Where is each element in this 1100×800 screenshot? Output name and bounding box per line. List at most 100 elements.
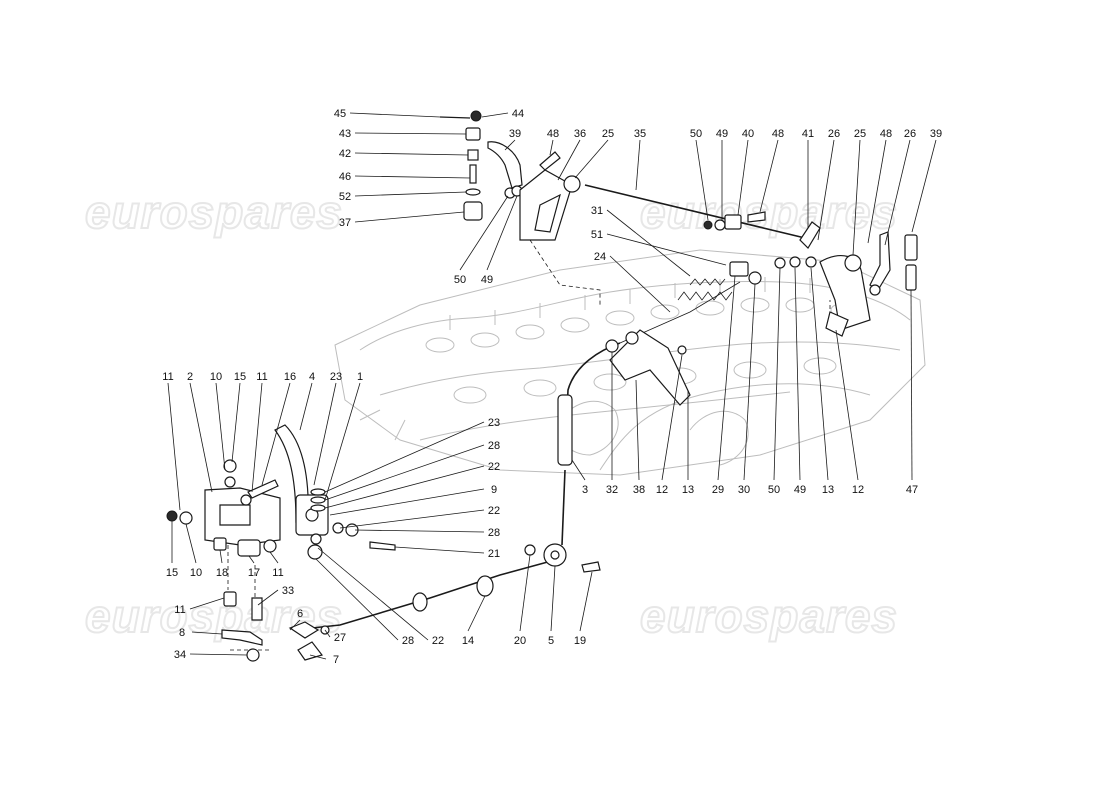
leader-line bbox=[354, 132, 467, 135]
leader-line bbox=[219, 549, 223, 564]
leader-line bbox=[257, 589, 279, 606]
leader-line bbox=[248, 555, 255, 564]
part-number-label: 38 bbox=[633, 484, 645, 496]
leader-line bbox=[743, 283, 756, 481]
part-number-label: 12 bbox=[656, 484, 668, 496]
part-number-label: 8 bbox=[179, 627, 185, 639]
leader-line bbox=[606, 233, 727, 266]
leader-line bbox=[324, 629, 331, 638]
leader-line bbox=[635, 379, 640, 481]
watermark-text: eurospares bbox=[640, 590, 898, 642]
leader-line bbox=[550, 565, 556, 632]
part-number-label: 49 bbox=[794, 484, 806, 496]
part-number-label: 17 bbox=[248, 567, 260, 579]
part-number-label: 4 bbox=[309, 371, 315, 383]
leader-line bbox=[571, 459, 586, 481]
leader-line bbox=[817, 139, 835, 241]
part-number-label: 51 bbox=[591, 229, 603, 241]
part-number-label: 11 bbox=[256, 371, 267, 383]
part-number-label: 5 bbox=[548, 635, 554, 647]
leader-line bbox=[289, 619, 301, 631]
part-number-label: 32 bbox=[606, 484, 618, 496]
part-number-label: 50 bbox=[454, 274, 466, 286]
leader-line bbox=[167, 382, 181, 511]
part-number-label: 39 bbox=[509, 128, 521, 140]
part-number-label: 21 bbox=[488, 548, 500, 560]
cables-and-rods bbox=[227, 184, 831, 651]
part-number-label: 16 bbox=[284, 371, 296, 383]
part-number-label: 48 bbox=[880, 128, 892, 140]
leader-line bbox=[852, 139, 861, 256]
leader-line bbox=[189, 382, 213, 493]
leader-line bbox=[269, 551, 279, 564]
part-number-label: 34 bbox=[174, 649, 186, 661]
part-number-label: 13 bbox=[822, 484, 834, 496]
part-number-label: 14 bbox=[462, 635, 474, 647]
part-number-label: 48 bbox=[772, 128, 784, 140]
part-number-label: 12 bbox=[852, 484, 864, 496]
part-number-label: 25 bbox=[854, 128, 866, 140]
part-number-label: 50 bbox=[690, 128, 702, 140]
leader-line bbox=[737, 139, 749, 216]
leader-line bbox=[354, 191, 467, 197]
leader-line bbox=[324, 465, 485, 509]
part-number-label: 45 bbox=[334, 108, 346, 120]
leader-line bbox=[251, 382, 263, 493]
leader-line bbox=[354, 529, 485, 533]
leader-line bbox=[519, 554, 531, 632]
part-number-label: 29 bbox=[712, 484, 724, 496]
part-number-label: 13 bbox=[682, 484, 694, 496]
part-number-label: 22 bbox=[488, 505, 500, 517]
leader-line bbox=[339, 509, 485, 529]
throttle-cable-lower bbox=[561, 469, 566, 546]
part-number-label: 15 bbox=[166, 567, 178, 579]
part-number-label: 52 bbox=[339, 191, 351, 203]
leader-line bbox=[324, 421, 485, 493]
part-number-label: 18 bbox=[216, 567, 228, 579]
leader-line bbox=[261, 382, 291, 486]
leader-line bbox=[189, 597, 225, 610]
leader-line bbox=[773, 267, 781, 481]
watermark-text: eurospares bbox=[85, 186, 343, 238]
part-number-label: 3 bbox=[582, 484, 588, 496]
part-number-label: 6 bbox=[297, 608, 303, 620]
part-number-label: 50 bbox=[768, 484, 780, 496]
part-number-label: 31 bbox=[591, 205, 603, 217]
leader-line bbox=[910, 289, 913, 481]
throttle-cable-run bbox=[311, 559, 556, 629]
part-number-label: 22 bbox=[432, 635, 444, 647]
part-number-label: 11 bbox=[174, 604, 185, 616]
leader-line bbox=[635, 139, 641, 191]
part-number-label: 40 bbox=[742, 128, 754, 140]
part-number-label: 48 bbox=[547, 128, 559, 140]
part-number-label: 11 bbox=[272, 567, 283, 579]
leader-line bbox=[329, 488, 485, 516]
part-number-label: 1 bbox=[357, 371, 363, 383]
part-number-label: 44 bbox=[512, 108, 524, 120]
leader-line bbox=[717, 275, 736, 481]
leader-line bbox=[810, 267, 829, 481]
part-number-label: 10 bbox=[210, 371, 222, 383]
part-number-label: 49 bbox=[481, 274, 493, 286]
part-number-label: 10 bbox=[190, 567, 202, 579]
part-number-label: 26 bbox=[904, 128, 916, 140]
leader-line bbox=[467, 595, 486, 632]
leader-lines bbox=[167, 112, 937, 660]
part-number-label: 23 bbox=[488, 417, 500, 429]
leader-line bbox=[309, 654, 327, 660]
part-number-label: 28 bbox=[402, 635, 414, 647]
part-number-label: 41 bbox=[802, 128, 814, 140]
leader-line bbox=[867, 139, 887, 244]
part-number-label: 28 bbox=[488, 440, 500, 452]
part-number-label: 43 bbox=[339, 128, 351, 140]
watermark-text: eurospares bbox=[640, 186, 898, 238]
part-number-label: 49 bbox=[716, 128, 728, 140]
part-number-label: 28 bbox=[488, 527, 500, 539]
part-number-label: 37 bbox=[339, 217, 351, 229]
watermark-layer: eurospares eurospares eurospares eurospa… bbox=[84, 185, 898, 643]
leader-line bbox=[609, 255, 671, 313]
part-number-label: 11 bbox=[162, 371, 173, 383]
part-number-label: 22 bbox=[488, 461, 500, 473]
